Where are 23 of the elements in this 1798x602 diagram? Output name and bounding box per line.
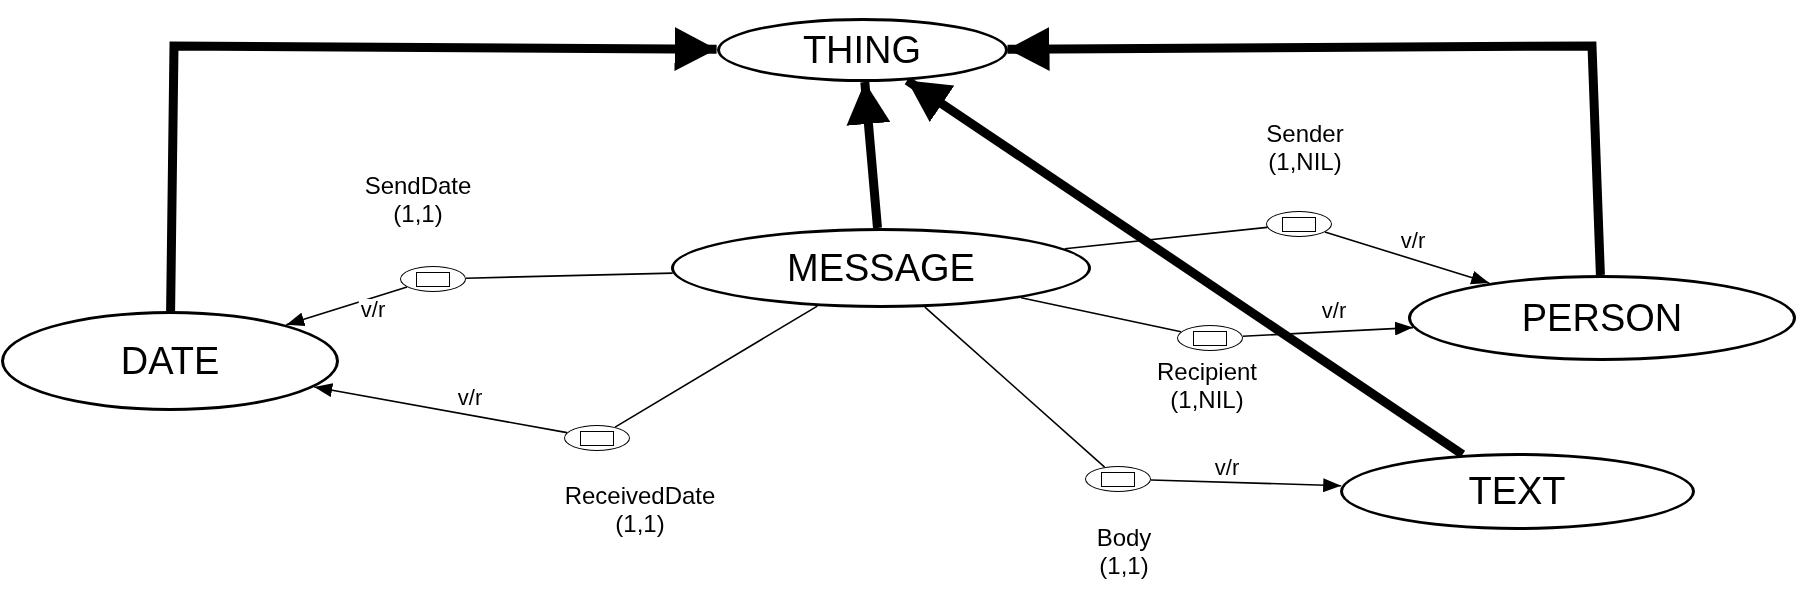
entity-name: PERSON xyxy=(1521,299,1683,337)
role-ellipse xyxy=(1266,211,1332,237)
entity-name: MESSAGE xyxy=(787,249,975,287)
role-label: ReceivedDate (1,1) xyxy=(563,482,717,538)
entity-name: DATE xyxy=(120,342,220,380)
role-label: SendDate (1,1) xyxy=(363,172,473,228)
role-label: Body (1,1) xyxy=(1095,524,1153,580)
entity-name: THING xyxy=(802,31,922,69)
role-ellipse xyxy=(564,425,630,451)
thick-arrow xyxy=(1007,26,1605,276)
thick-arrow xyxy=(846,81,891,229)
connector-line xyxy=(1020,297,1182,333)
thick-arrow xyxy=(166,26,717,312)
role-ellipse xyxy=(400,266,466,292)
role-label: Sender (1,NIL) xyxy=(1265,120,1345,176)
entity-name: TEXT xyxy=(1468,472,1566,510)
connector-line xyxy=(1064,226,1268,250)
role-label: Recipient (1,NIL) xyxy=(1155,358,1259,414)
arrow xyxy=(285,286,408,327)
arrow xyxy=(1150,478,1342,493)
arrow xyxy=(1324,231,1490,285)
connector-line xyxy=(924,306,1106,468)
role-ellipse xyxy=(1177,325,1243,351)
